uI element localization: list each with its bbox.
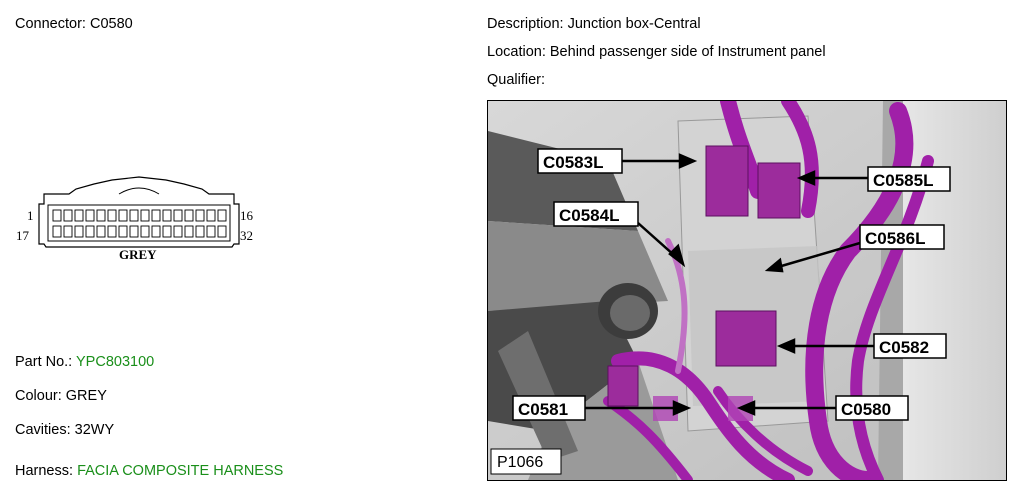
- cavity: [129, 209, 139, 222]
- cavity: [140, 209, 150, 222]
- cavity: [52, 209, 62, 222]
- callout-c0581: C0581: [518, 400, 568, 419]
- part-no-label: Part No.:: [15, 354, 73, 370]
- cavities-line: Cavities: 32WY: [15, 421, 114, 439]
- pin-label-16: 16: [240, 208, 254, 223]
- qualifier-line: Qualifier:: [487, 71, 545, 89]
- cavity: [140, 225, 150, 238]
- cavity: [96, 225, 106, 238]
- colour-line: Colour: GREY: [15, 387, 107, 405]
- pin-label-1: 1: [27, 208, 34, 223]
- cavity: [217, 209, 227, 222]
- cavities-label: Cavities:: [15, 422, 71, 438]
- cavity: [184, 225, 194, 238]
- callout-c0580: C0580: [841, 400, 891, 419]
- cavity-rows: [52, 209, 227, 238]
- harness-label: Harness:: [15, 463, 74, 479]
- cavity: [129, 225, 139, 238]
- cavity: [184, 209, 194, 222]
- description-line: Description: Junction box-Central: [487, 15, 701, 33]
- cavity: [85, 209, 95, 222]
- cavity: [118, 225, 128, 238]
- location-label: Location:: [487, 44, 546, 60]
- connector-face-diagram: 1 17 16 32 GREY: [16, 176, 254, 262]
- location-photo: C0583L C0585L C0584L C0586L C0582 C0581 …: [487, 100, 1007, 481]
- connector-line: Connector: C0580: [15, 15, 133, 33]
- cavity: [206, 225, 216, 238]
- cavity: [151, 225, 161, 238]
- qualifier-label: Qualifier:: [487, 72, 546, 88]
- cavity: [195, 209, 205, 222]
- cavities-value: 32WY: [74, 422, 115, 438]
- cavity: [63, 225, 73, 238]
- cavity: [206, 209, 216, 222]
- cavity: [107, 225, 117, 238]
- location-line: Location: Behind passenger side of Instr…: [487, 43, 826, 61]
- cavity: [217, 225, 227, 238]
- cavity: [162, 209, 172, 222]
- part-no-link[interactable]: YPC803100: [76, 354, 155, 370]
- description-value: Junction box-Central: [567, 16, 701, 32]
- cavity: [162, 225, 172, 238]
- pin-label-17: 17: [16, 228, 30, 243]
- connector-colour-caption: GREY: [119, 247, 157, 262]
- colour-label: Colour:: [15, 388, 62, 404]
- callout-c0586l: C0586L: [865, 229, 925, 248]
- cavity: [52, 225, 62, 238]
- cavity: [173, 225, 183, 238]
- cavity: [85, 225, 95, 238]
- figure-id: P1066: [497, 454, 543, 471]
- callout-c0584l: C0584L: [559, 206, 619, 225]
- callout-c0585l: C0585L: [873, 171, 933, 190]
- cavity: [118, 209, 128, 222]
- colour-value: GREY: [65, 388, 107, 404]
- cavity: [151, 209, 161, 222]
- harness-line: Harness: FACIA COMPOSITE HARNESS: [15, 462, 283, 480]
- connector-label: Connector:: [15, 16, 86, 32]
- cavity: [63, 209, 73, 222]
- cavity: [173, 209, 183, 222]
- cavity: [74, 225, 84, 238]
- location-value: Behind passenger side of Instrument pane…: [549, 44, 826, 60]
- harness-link[interactable]: FACIA COMPOSITE HARNESS: [77, 463, 284, 479]
- cavity: [96, 209, 106, 222]
- pin-label-32: 32: [240, 228, 253, 243]
- cavity: [74, 209, 84, 222]
- location-illustration: C0583L C0585L C0584L C0586L C0582 C0581 …: [488, 101, 1006, 480]
- connector-value: C0580: [89, 16, 133, 32]
- callout-c0582: C0582: [879, 338, 929, 357]
- cavity: [195, 225, 205, 238]
- part-no-line: Part No.: YPC803100: [15, 353, 154, 371]
- description-label: Description:: [487, 16, 564, 32]
- cavity: [107, 209, 117, 222]
- callout-c0583l: C0583L: [543, 153, 603, 172]
